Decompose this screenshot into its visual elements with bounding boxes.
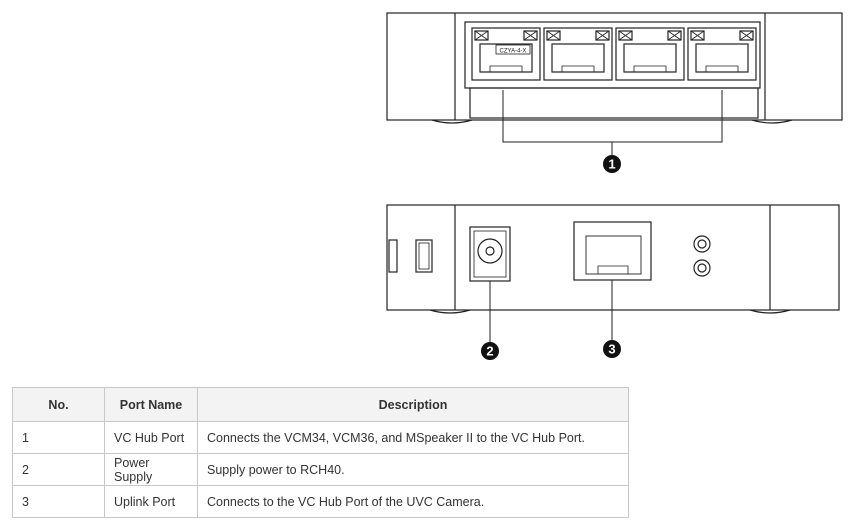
table-row: 2 Power Supply Supply power to RCH40.: [12, 453, 629, 486]
table-header-row: No. Port Name Description: [12, 387, 629, 422]
cell-description: Connects the VCM34, VCM36, and MSpeaker …: [197, 421, 629, 454]
indicator-leds: [693, 235, 711, 277]
callout-1: 1: [603, 155, 621, 173]
svg-text:1: 1: [608, 157, 615, 172]
chip-label: CZYA-4-X: [500, 49, 527, 55]
cell-port-name: VC Hub Port: [104, 421, 198, 454]
uplink-port: [573, 221, 652, 341]
svg-text:3: 3: [608, 342, 615, 357]
device-diagram: CZYA-4-X 1 2 3: [386, 12, 843, 360]
rear-view: [386, 204, 840, 314]
front-view: [386, 12, 843, 156]
cell-no: 2: [12, 453, 105, 486]
table-row: 1 VC Hub Port Connects the VCM34, VCM36,…: [12, 421, 629, 454]
cell-description: Connects to the VC Hub Port of the UVC C…: [197, 485, 629, 518]
cell-port-name: Uplink Port: [104, 485, 198, 518]
cell-port-name: Power Supply: [104, 453, 198, 486]
header-port-name: Port Name: [104, 387, 198, 422]
cell-no: 3: [12, 485, 105, 518]
table-row: 3 Uplink Port Connects to the VC Hub Por…: [12, 485, 629, 518]
header-description: Description: [197, 387, 629, 422]
port-table: No. Port Name Description 1 VC Hub Port …: [12, 387, 629, 518]
vc-hub-port-2: [543, 27, 613, 81]
svg-text:2: 2: [486, 344, 493, 359]
callout-2: 2: [481, 342, 499, 360]
vc-hub-port-4: [687, 27, 757, 81]
cell-no: 1: [12, 421, 105, 454]
power-supply-port: [469, 226, 511, 343]
callout-3: 3: [603, 340, 621, 358]
header-no: No.: [12, 387, 105, 422]
vc-hub-port-3: [615, 27, 685, 81]
cell-description: Supply power to RCH40.: [197, 453, 629, 486]
